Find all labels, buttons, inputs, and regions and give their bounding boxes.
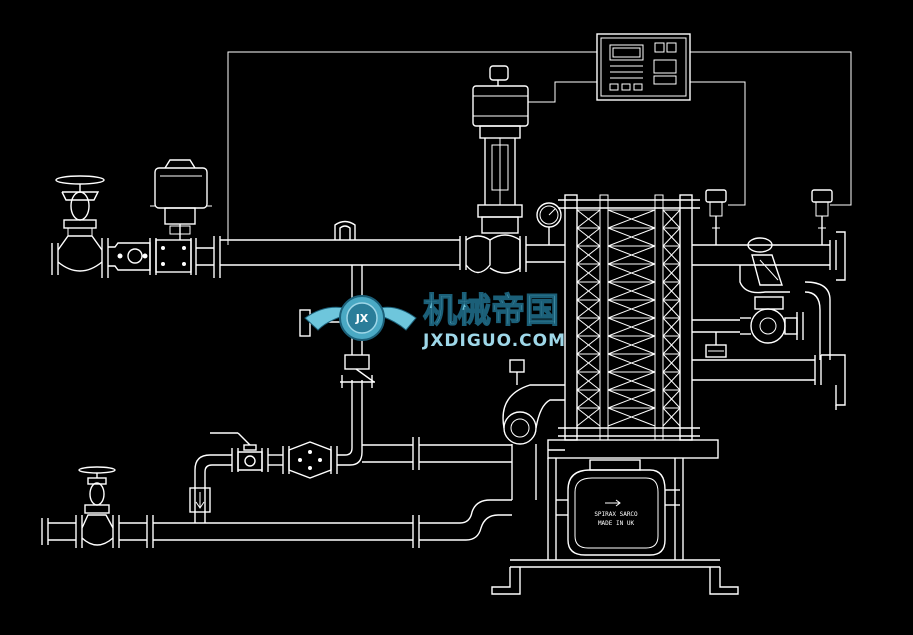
ball-valve (210, 432, 283, 472)
temperature-sensor-2 (811, 189, 833, 245)
thermodynamic-trap (282, 380, 363, 479)
control-wiring (227, 51, 852, 245)
watermark-emblem: JX (304, 295, 417, 341)
condensate-header (362, 437, 512, 470)
exchanger-outlet-elbow (502, 359, 565, 500)
trap-brand-label: SPIRAX SARCO (594, 511, 638, 518)
secondary-angle-valve (747, 237, 783, 286)
watermark-url: JXDIGUO.COM (422, 331, 566, 351)
steam-pipe-loop (334, 220, 356, 240)
exchanger-support-frame (491, 439, 739, 595)
heat-exchanger-plate-pack (576, 209, 681, 427)
trap-origin-label: MADE IN UK (598, 520, 635, 527)
condensate-return-pipe (41, 499, 512, 548)
globe-valve-condensate (78, 466, 116, 546)
controller-panel (596, 33, 691, 101)
watermark-title: 机械帝国 (423, 291, 559, 331)
steam-control-valve (465, 65, 565, 274)
circulating-pump (740, 296, 804, 344)
secondary-circuit-pipes (692, 231, 846, 410)
actuated-shutoff-valve (150, 159, 212, 240)
watermark: JX 机械帝国 JXDIGUO.COM (304, 290, 566, 351)
strainer (117, 246, 186, 266)
bypass-line (189, 448, 239, 523)
watermark-emblem-text: JX (355, 312, 369, 325)
float-steam-trap: SPIRAX SARCO MADE IN UK (556, 459, 680, 556)
pressure-gauge (536, 202, 562, 245)
temperature-sensor-1 (705, 189, 727, 245)
secondary-check-valve (705, 332, 727, 358)
steam-inlet-pipe (51, 236, 467, 278)
globe-valve-inlet (55, 175, 105, 272)
